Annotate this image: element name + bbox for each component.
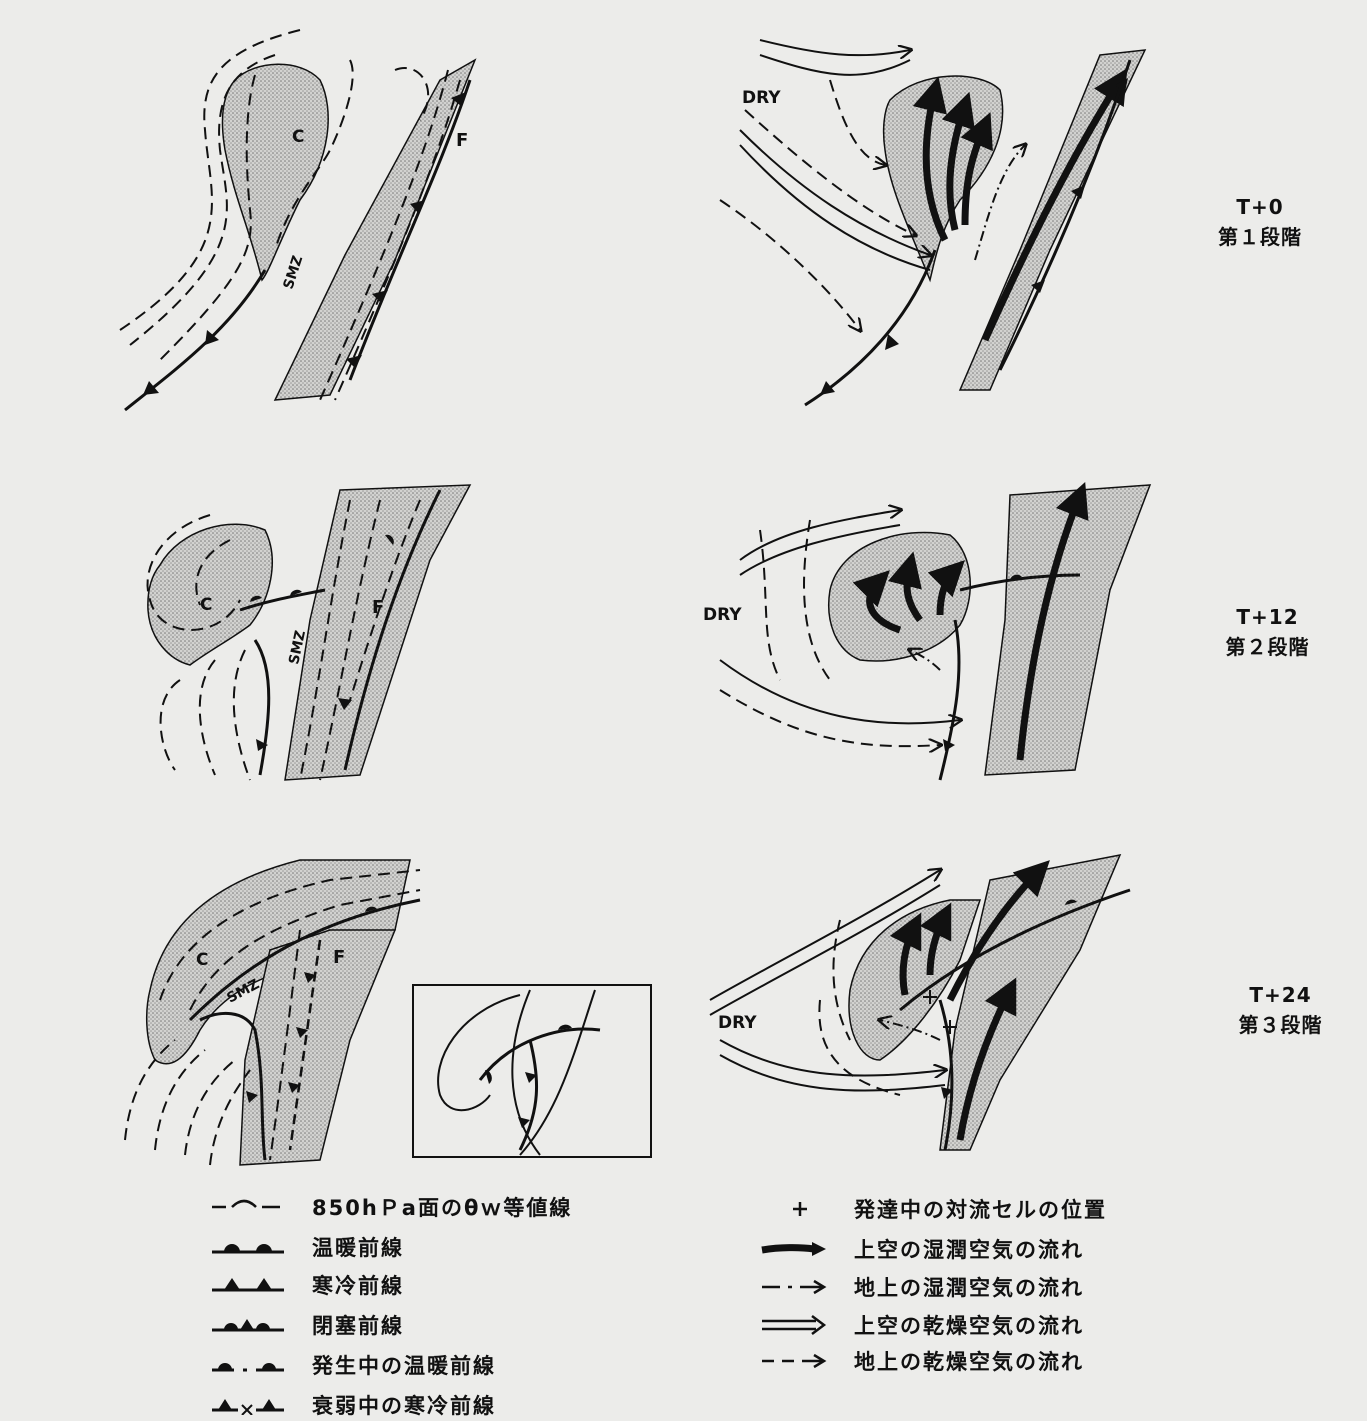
label-f: F [372, 597, 384, 618]
label-dry: DRY [718, 1013, 757, 1033]
stage-name: 第３段階 [1218, 1010, 1343, 1040]
comma-cloud [222, 64, 328, 280]
frontal-cloud-band [285, 485, 470, 780]
dashdot-arrow-icon [760, 1277, 828, 1297]
stage-time: T+24 [1218, 980, 1343, 1010]
stage-label-2: T+12 第２段階 [1205, 602, 1330, 662]
label-dry: DRY [703, 605, 742, 625]
legend-item: 発達中の対流セルの位置 [760, 1194, 1107, 1224]
legend-label: 閉塞前線 [312, 1310, 404, 1340]
legend-label: 上空の湿潤空気の流れ [854, 1234, 1084, 1264]
stage2-right-panel: DRY [703, 485, 1150, 780]
stage3-left-panel: C F SMZ [125, 860, 420, 1165]
stage-name: 第１段階 [1200, 222, 1320, 252]
stage3-right-panel: DRY [710, 855, 1130, 1150]
inset-diagram [413, 985, 651, 1157]
dashed-arrow-icon [760, 1351, 828, 1371]
legend-item: 地上の湿潤空気の流れ [760, 1272, 1084, 1302]
legend-label: 上空の乾燥空気の流れ [854, 1310, 1084, 1340]
legend-label: 温暖前線 [312, 1232, 404, 1262]
legend-item: 上空の乾燥空気の流れ [760, 1310, 1084, 1340]
stage-name: 第２段階 [1205, 632, 1330, 662]
label-c: C [196, 950, 208, 970]
decaying-cold-front-icon [210, 1395, 286, 1415]
legend-label: 発生中の温暖前線 [312, 1350, 496, 1380]
legend-item: 閉塞前線 [210, 1310, 404, 1340]
occluded-front-icon [210, 1315, 286, 1335]
legend-label: 衰弱中の寒冷前線 [312, 1390, 496, 1420]
stage-label-1: T+0 第１段階 [1200, 192, 1320, 252]
label-smz: SMZ [281, 254, 307, 291]
warm-front-icon [210, 1237, 286, 1257]
stage-time: T+0 [1200, 192, 1320, 222]
comma-cloud [829, 532, 970, 660]
legend-item: 上空の湿潤空気の流れ [760, 1234, 1084, 1264]
cold-front-icon [210, 1275, 286, 1295]
legend-item: 温暖前線 [210, 1232, 404, 1262]
legend-label: 発達中の対流セルの位置 [854, 1194, 1107, 1224]
stage2-left-panel: C F SMZ [148, 485, 471, 780]
legend-label: 寒冷前線 [312, 1270, 404, 1300]
stage-label-3: T+24 第３段階 [1218, 980, 1343, 1040]
label-f: F [456, 130, 468, 151]
label-c: C [200, 595, 212, 615]
legend-item: 地上の乾燥空気の流れ [760, 1346, 1084, 1376]
stage1-right-panel: DRY [720, 40, 1145, 405]
legend-label: 地上の湿潤空気の流れ [854, 1272, 1084, 1302]
stage-time: T+12 [1205, 602, 1330, 632]
label-dry: DRY [742, 88, 781, 108]
legend-label: 850hＰa面のθｗ等値線 [312, 1192, 572, 1222]
developing-warm-front-icon [210, 1355, 286, 1375]
legend-label: 地上の乾燥空気の流れ [854, 1346, 1084, 1376]
comma-cloud [884, 76, 1003, 280]
legend-item: 発生中の温暖前線 [210, 1350, 496, 1380]
legend-item: 衰弱中の寒冷前線 [210, 1390, 496, 1420]
legend-item: 寒冷前線 [210, 1270, 404, 1300]
thick-arrow-icon [760, 1239, 828, 1259]
label-c: C [292, 127, 304, 147]
plus-icon [760, 1199, 828, 1219]
stage1-left-panel: C F SMZ [120, 30, 475, 410]
theta-w-isoline-icon [210, 1197, 286, 1217]
label-f: F [333, 947, 345, 968]
legend-item: 850hＰa面のθｗ等値線 [210, 1192, 572, 1222]
double-arrow-icon [760, 1315, 828, 1335]
